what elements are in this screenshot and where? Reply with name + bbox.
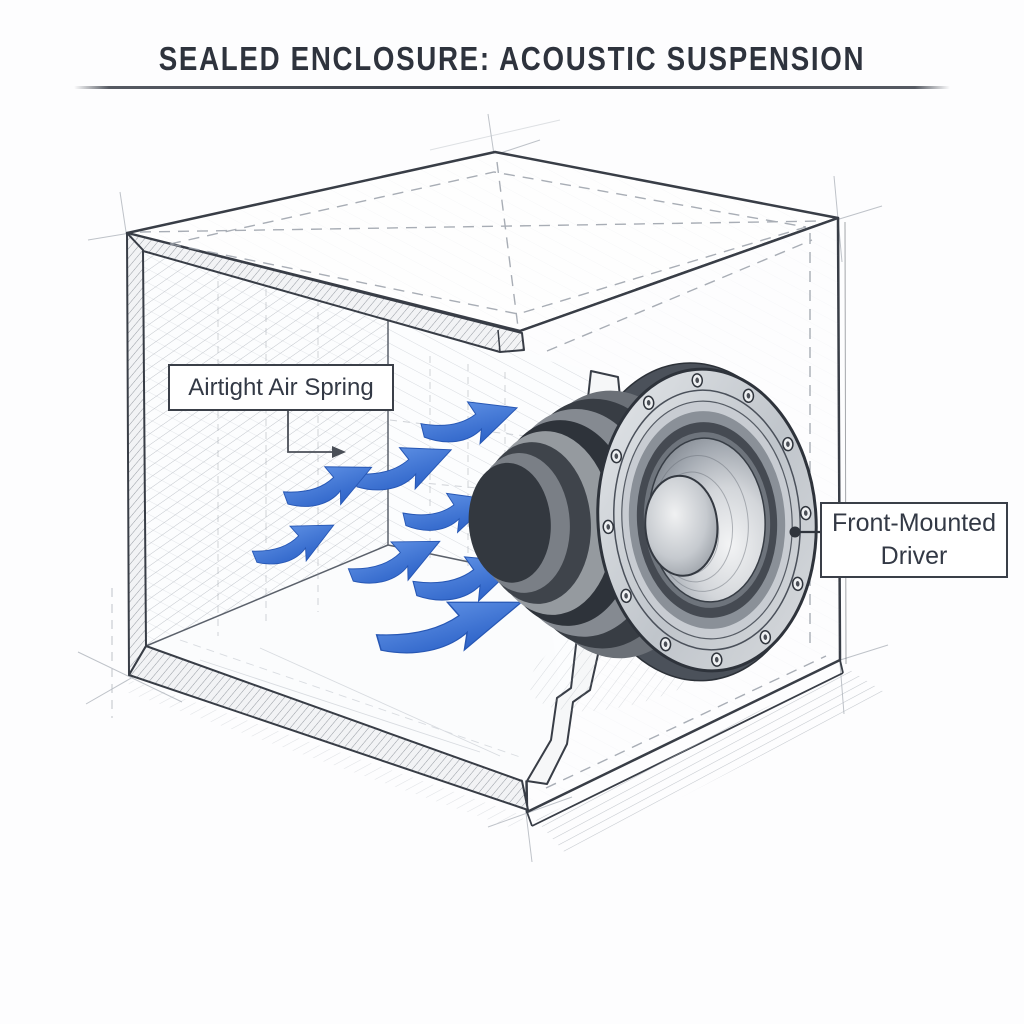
speaker-driver: [468, 362, 818, 712]
dust-cap: [644, 474, 719, 577]
leader-line-driver: [789, 526, 821, 538]
bottom-panel-cut: [128, 645, 529, 811]
leader-line-air-spring: [287, 411, 346, 458]
callout-driver-label-line1: Front-Mounted: [832, 509, 996, 537]
screw-holes: [602, 373, 812, 667]
callout-driver-label-line2: Driver: [880, 542, 948, 570]
diagram-title: SEALED ENCLOSURE: ACOUSTIC SUSPENSION: [158, 40, 866, 77]
box-shadow: [536, 668, 884, 856]
callout-dot: [789, 526, 801, 538]
callout-air-spring: Airtight Air Spring: [168, 364, 394, 411]
leader-arrowhead: [332, 446, 346, 458]
callout-air-spring-label: Airtight Air Spring: [188, 373, 374, 401]
callout-front-mounted-driver: Front-Mounted Driver: [820, 502, 1008, 578]
left-panel-cut: [126, 232, 147, 676]
title-rule: [74, 86, 950, 89]
